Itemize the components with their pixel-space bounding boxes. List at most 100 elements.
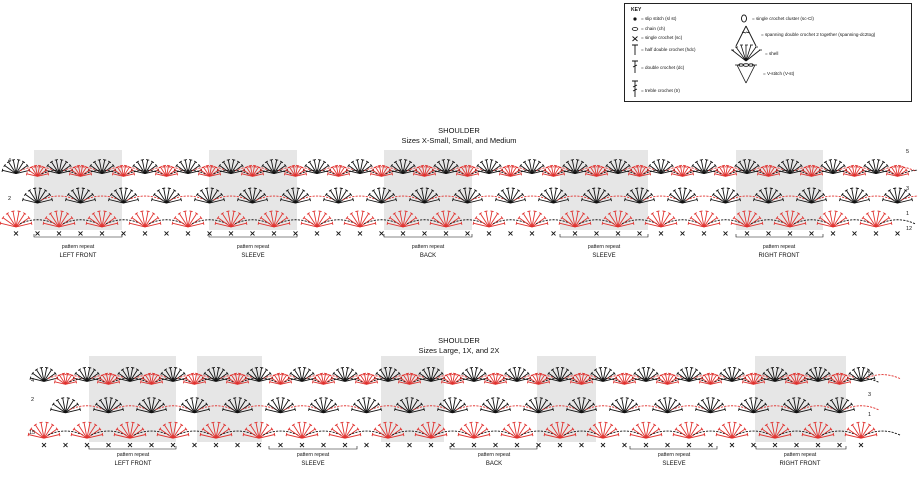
shell-stitch: [156, 421, 190, 439]
sc-mark: [794, 442, 799, 448]
chain-arc: [714, 405, 750, 411]
shell-stitch: [171, 210, 205, 228]
shell-stitch: [818, 159, 848, 175]
crochet-chart-large-sizes: [27, 356, 901, 450]
sc-mark: [837, 442, 842, 448]
shell-stitch: [882, 187, 913, 204]
chain-arc: [514, 169, 550, 175]
shell-stitch: [300, 210, 334, 228]
sc-mark: [701, 231, 707, 236]
chain-arc: [864, 430, 901, 436]
shell-stitch: [199, 421, 233, 439]
shell-stitch: [53, 372, 78, 385]
chain-arc: [133, 430, 170, 436]
sc-mark: [357, 231, 363, 236]
chain-arc: [449, 219, 486, 225]
sc-mark: [643, 442, 649, 448]
chain-arc: [557, 195, 593, 201]
chain-arc: [585, 377, 621, 383]
chain-arc: [671, 405, 707, 411]
chain-arc: [434, 430, 471, 436]
sc-mark: [665, 442, 670, 448]
chain-arc: [62, 166, 99, 172]
shell-stitch: [715, 421, 749, 439]
chain-arc: [628, 377, 664, 383]
chain-arc: [41, 195, 77, 201]
shell-stitch: [816, 210, 850, 228]
shell-stitch: [308, 397, 339, 414]
key-label-dc: = double crochet (dc): [641, 65, 685, 70]
chain-arc: [692, 374, 729, 380]
chain-arc: [793, 219, 830, 225]
key-title: KEY: [631, 7, 642, 13]
shell-stitch: [543, 421, 577, 439]
key-label-v-stitch: = V-stitch (V-st): [763, 71, 795, 76]
pattern-repeat-band: [384, 150, 472, 230]
sc-mark: [13, 231, 19, 236]
shell-stitch: [560, 159, 590, 175]
sc-mark: [594, 231, 599, 236]
shell-stitch: [801, 421, 835, 439]
sc-mark: [63, 442, 68, 448]
pattern-repeat-band: [209, 150, 297, 230]
key-label-shell: = shell: [765, 51, 779, 56]
sc-mark: [471, 442, 477, 448]
shell-stitch: [216, 159, 246, 175]
repeat-label-right-front: pattern repeat: [762, 244, 796, 250]
shell-stitch: [515, 210, 549, 228]
chain-arc: [305, 374, 342, 380]
sc-mark: [250, 231, 255, 236]
chain-arc: [363, 166, 400, 172]
sc-mark: [551, 231, 556, 236]
chain-arc: [456, 405, 492, 411]
repeat-bracket: [88, 446, 177, 450]
chain-arc: [256, 195, 292, 201]
shell-stitch: [624, 187, 655, 204]
chain-arc: [757, 405, 793, 411]
shell-stitch: [323, 187, 354, 204]
shell-stitch: [799, 164, 824, 177]
chain-arc: [600, 195, 636, 201]
sc-mark: [192, 442, 197, 448]
sc-mark: [78, 231, 83, 236]
chain-arc: [793, 166, 830, 172]
repeat-bracket: [629, 446, 718, 450]
chain-arc: [47, 374, 84, 380]
sc-mark: [572, 231, 578, 236]
shell-stitch: [151, 187, 182, 204]
shell-stitch: [65, 187, 96, 204]
shell-stitch: [311, 372, 336, 385]
shell-stitch: [495, 187, 526, 204]
shell-stitch: [328, 421, 362, 439]
sc-mark: [686, 442, 692, 448]
key-label-slip-stitch: = slip stitch (sl st): [641, 16, 677, 21]
row-number: 4: [8, 158, 12, 164]
shell-stitch: [242, 421, 276, 439]
row-number: 15: [29, 430, 36, 436]
repeat-label-sleeve-2: pattern repeat: [657, 452, 691, 458]
shell-stitch: [388, 159, 418, 175]
shell-stitch: [68, 164, 93, 177]
repeat-label-left-front: pattern repeat: [116, 452, 150, 458]
chain-arc: [542, 405, 578, 411]
chain-arc: [563, 430, 600, 436]
slip-stitch-icon: [633, 17, 637, 21]
chain-arc: [628, 405, 664, 411]
shell-stitch: [687, 210, 721, 228]
chain-arc: [671, 377, 707, 383]
row-number: 2: [8, 196, 12, 202]
shell-stitch: [842, 164, 867, 177]
v-stitch-icon: [735, 63, 757, 84]
sc-mark: [557, 442, 563, 448]
chain-arc: [578, 219, 615, 225]
chain-arc: [836, 166, 873, 172]
chain-arc: [750, 219, 787, 225]
segment-sleeve-1: SLEEVE: [301, 461, 325, 467]
shell-stitch: [483, 372, 508, 385]
segment-sleeve-2: SLEEVE: [592, 253, 616, 259]
sc-cluster-icon: [741, 14, 747, 23]
shell-stitch: [601, 210, 635, 228]
shell-stitch: [351, 397, 382, 414]
chain-arc: [778, 374, 815, 380]
shell-stitch: [581, 187, 612, 204]
